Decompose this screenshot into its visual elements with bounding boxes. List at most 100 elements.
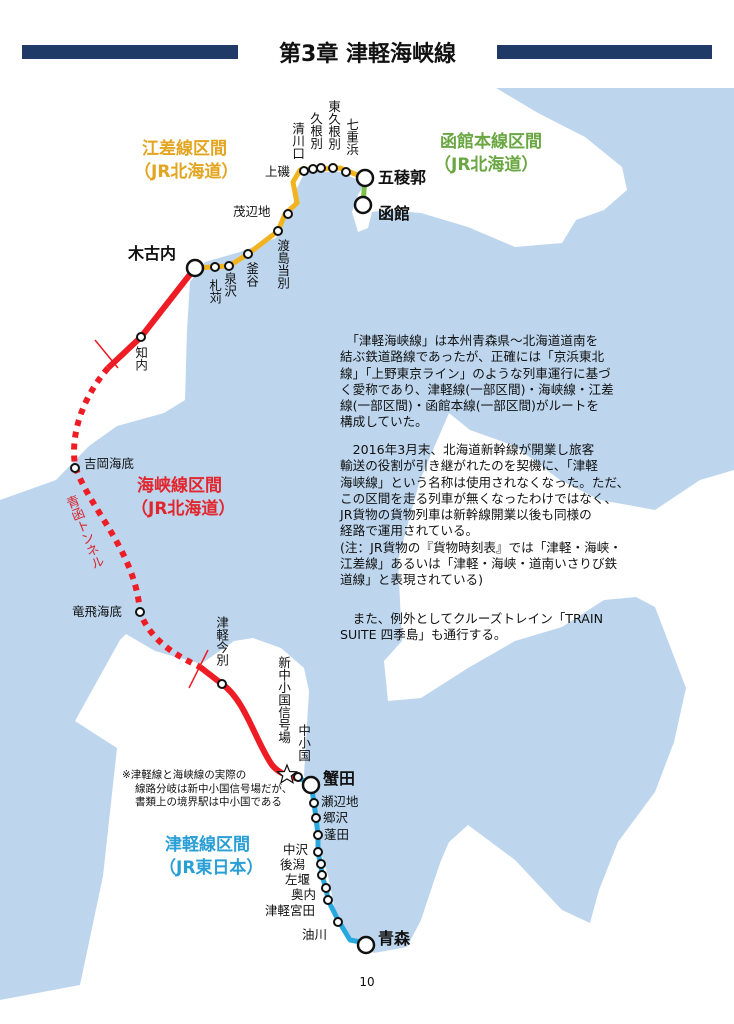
text-line: 江差線」あるいは「津軽・海峡・道南いさりび鉄: [340, 556, 618, 572]
station-label: 蟹田: [323, 769, 356, 788]
station-marker: [355, 168, 375, 188]
header-bar-left: [22, 45, 238, 59]
station-marker: [333, 917, 343, 927]
station-label: 中小国: [296, 724, 312, 762]
land-shimokita: [384, 413, 734, 701]
section-operator: （JR北海道）: [134, 162, 239, 182]
section-label-tsugaru: 津軽線区間 （JR東日本）: [159, 834, 263, 880]
station-label: 瀬辺地: [321, 794, 359, 809]
station-label: 茂辺地: [233, 204, 271, 219]
station-label: 左堰: [285, 872, 311, 887]
station-marker: [299, 166, 309, 176]
section-label-kaikyo: 海峡線区間 （JR北海道）: [131, 475, 235, 521]
station-label: 函館: [378, 204, 411, 223]
station-label: 久根別: [308, 112, 324, 150]
text-line: 線」「上野東京ライン」のような列車運行に基づ: [340, 365, 611, 381]
station-marker: [308, 164, 318, 174]
station-marker: [224, 261, 234, 271]
section-boundary-mark: [94, 339, 119, 369]
station-marker: [313, 830, 323, 840]
station-marker: [353, 195, 373, 215]
station-label: 郷沢: [323, 810, 349, 825]
station-marker: [311, 813, 321, 823]
page-title: 第3章 津軽海峡線: [279, 42, 456, 67]
station-label: 木古内: [128, 244, 177, 263]
text-line: 2016年3月末、北海道新幹線が開業し旅客: [340, 442, 595, 457]
station-label: 清川口: [290, 122, 306, 160]
section-label-hakodate: 函館本線区間 （JR北海道）: [434, 131, 542, 177]
text-line: 「津軽海峡線」は本州青森県～北海道道南を: [340, 333, 599, 348]
station-label: 東久根別: [326, 100, 342, 150]
station-marker: [356, 935, 376, 955]
station-marker: [341, 167, 351, 177]
station-label: 渡島当別: [275, 239, 291, 289]
station-marker: [210, 262, 220, 272]
station-label: 青森: [378, 929, 411, 948]
section-operator: （JR北海道）: [434, 155, 539, 175]
section-name: 海峡線区間: [137, 476, 222, 496]
text-line: 結ぶ鉄道路線であったが、正確には「京浜東北: [340, 349, 605, 365]
station-marker: [323, 895, 333, 905]
section-name: 函館本線区間: [440, 132, 542, 152]
text-line: また、例外としてクルーズトレイン「TRAIN: [340, 611, 603, 626]
station-label: 中沢: [283, 842, 309, 857]
station-marker: [217, 679, 227, 689]
station-marker: [328, 163, 338, 173]
station-label: 油川: [302, 927, 328, 942]
station-label: 後潟: [280, 857, 306, 872]
station-marker: [316, 163, 326, 173]
text-line: 海峡線」という名称は使用されなくなった。ただ、: [340, 474, 630, 490]
paragraph-2: 2016年3月末、北海道新幹線が開業し旅客 輸送の役割が引き継がれたのを契機に、…: [340, 442, 629, 589]
station-label: 知内: [133, 346, 149, 371]
text-line: く愛称であり、津軽線(一部区間)・海峡線・江差: [340, 381, 614, 397]
station-label: 泉沢: [222, 272, 238, 297]
station-marker: [321, 883, 331, 893]
text-line: 線(一部区間)・函館本線(一部区間)がルートを: [340, 398, 599, 414]
text-line: 輸送の役割が引き継がれたのを契機に、「津軽: [340, 458, 598, 474]
station-marker: [135, 607, 145, 617]
station-label: 七重浜: [344, 118, 360, 156]
text-line: SUITE 四季島」も通行する。: [340, 627, 507, 643]
boundary-note: ※津軽線と海峡線の実際の 線路分岐は新中小国信号場だが、 書類上の境界駅は中小国…: [122, 769, 292, 810]
station-label: 釜谷: [244, 262, 260, 287]
note-line: 書類上の境界駅は中小国である: [135, 796, 282, 808]
section-label-esashi: 江差線区間 （JR北海道）: [134, 138, 238, 184]
note-line: ※津軽線と海峡線の実際の: [122, 769, 247, 781]
station-label: 蓬田: [324, 827, 350, 842]
section-operator: （JR北海道）: [131, 499, 236, 519]
line-seikan-tunnel: [71, 366, 202, 670]
text-line: 道線」と表現されている): [340, 572, 484, 588]
station-label: 札苅: [207, 279, 223, 304]
station-marker: [301, 775, 321, 795]
text-line: JR貨物の貨物列車は新幹線開業以後も同様の: [340, 507, 592, 523]
section-name: 江差線区間: [142, 139, 227, 159]
page-number: 10: [359, 975, 375, 989]
text-line: 経路で運用されている。: [340, 523, 479, 539]
text-line: (注：JR貨物の『貨物時刻表』では「津軽・海峡・: [340, 539, 622, 555]
station-marker: [136, 332, 146, 342]
header-bar-right: [497, 45, 712, 59]
paragraph-3: また、例外としてクルーズトレイン「TRAIN SUITE 四季島」も通行する。: [340, 611, 603, 644]
station-label: 五稜郭: [378, 168, 427, 187]
section-name: 津軽線区間: [165, 835, 250, 855]
station-marker: [317, 870, 327, 880]
station-label: 新中小国信号場: [276, 656, 292, 744]
text-line: 構成していた。: [340, 414, 428, 430]
station-marker: [273, 226, 283, 236]
station-label: 竜飛海底: [72, 604, 123, 619]
note-line: 線路分岐は新中小国信号場だが、: [135, 782, 293, 795]
station-marker: [316, 859, 326, 869]
station-marker: [309, 798, 319, 808]
section-operator: （JR東日本）: [159, 858, 264, 878]
section-boundary-mark: [188, 649, 209, 689]
station-marker: [185, 258, 205, 278]
station-marker: [313, 847, 323, 857]
station-label: 吉岡海底: [84, 456, 135, 471]
station-marker: [70, 463, 80, 473]
station-label: 津軽今別: [214, 616, 230, 666]
station-marker: [283, 209, 293, 219]
paragraph-1: 「津軽海峡線」は本州青森県～北海道道南を 結ぶ鉄道路線であったが、正確には「京浜…: [340, 333, 614, 431]
signal-station-star-icon: [275, 763, 299, 785]
station-label: 上磯: [265, 164, 291, 179]
station-marker: [243, 249, 253, 259]
